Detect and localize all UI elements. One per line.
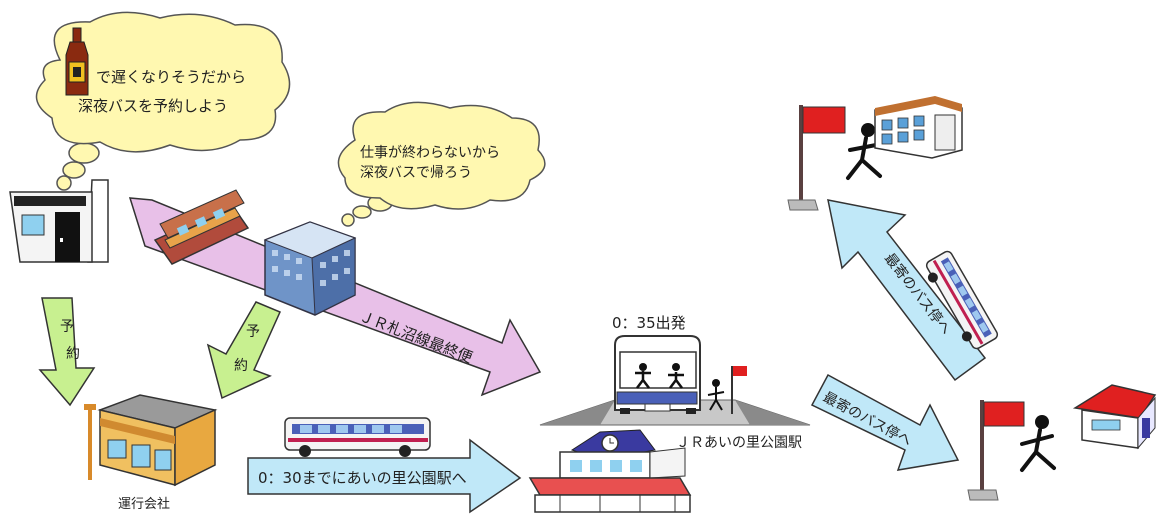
to-stop-down-arrow: 最寄のバス停へ xyxy=(810,373,960,471)
bus-side-icon xyxy=(925,250,999,350)
reserve-right-char1: 予 xyxy=(246,324,260,340)
flag-icon xyxy=(967,400,1025,501)
bus-front-icon xyxy=(614,335,701,414)
station-label: ＪＲあいの里公園駅 xyxy=(676,435,802,451)
bus-office-icon: 運行会社 xyxy=(84,394,218,512)
reserve-right-char2: 約 xyxy=(234,358,248,374)
home-thought-bubble: で遅くなりそうだから 深夜バスを予約しよう xyxy=(35,11,291,191)
reserve-arrow-left: 予 約 xyxy=(38,297,96,407)
passenger-icon xyxy=(668,363,684,389)
reserve-arrow-right: 予 約 xyxy=(206,301,281,400)
person-walking-icon xyxy=(846,123,882,180)
operator-label: 運行会社 xyxy=(118,496,170,512)
station-icon xyxy=(528,429,692,513)
to-station-label: 0：30までにあいの里公園駅へ xyxy=(258,469,467,487)
person-walking-icon xyxy=(707,379,725,411)
flag-icon xyxy=(787,105,846,211)
home-bubble-line2: 深夜バスを予約しよう xyxy=(78,97,228,115)
person-walking-icon xyxy=(1020,415,1056,472)
office-bubble-line2: 深夜バスで帰ろう xyxy=(360,164,472,181)
passenger-icon xyxy=(635,363,651,389)
house-icon xyxy=(9,179,109,263)
beer-bottle-icon xyxy=(65,27,89,96)
office-bubble-line1: 仕事が終わらないから xyxy=(360,145,500,161)
reserve-left-char1: 予 xyxy=(60,319,74,335)
flag-icon xyxy=(731,366,747,414)
home-bubble-line1: で遅くなりそうだから xyxy=(96,68,246,86)
bus-side-icon xyxy=(284,417,431,457)
apartment-icon xyxy=(874,96,963,159)
office-building-icon xyxy=(263,221,357,316)
office-thought-bubble: 仕事が終わらないから 深夜バスで帰ろう xyxy=(337,101,546,227)
departure-label: 0：35出発 xyxy=(612,314,686,332)
to-station-arrow: 0：30までにあいの里公園駅へ xyxy=(247,438,522,514)
reserve-left-char2: 約 xyxy=(66,346,80,362)
house-icon xyxy=(1072,384,1157,450)
train-icon xyxy=(153,189,250,265)
bus-station-icon xyxy=(539,399,811,426)
